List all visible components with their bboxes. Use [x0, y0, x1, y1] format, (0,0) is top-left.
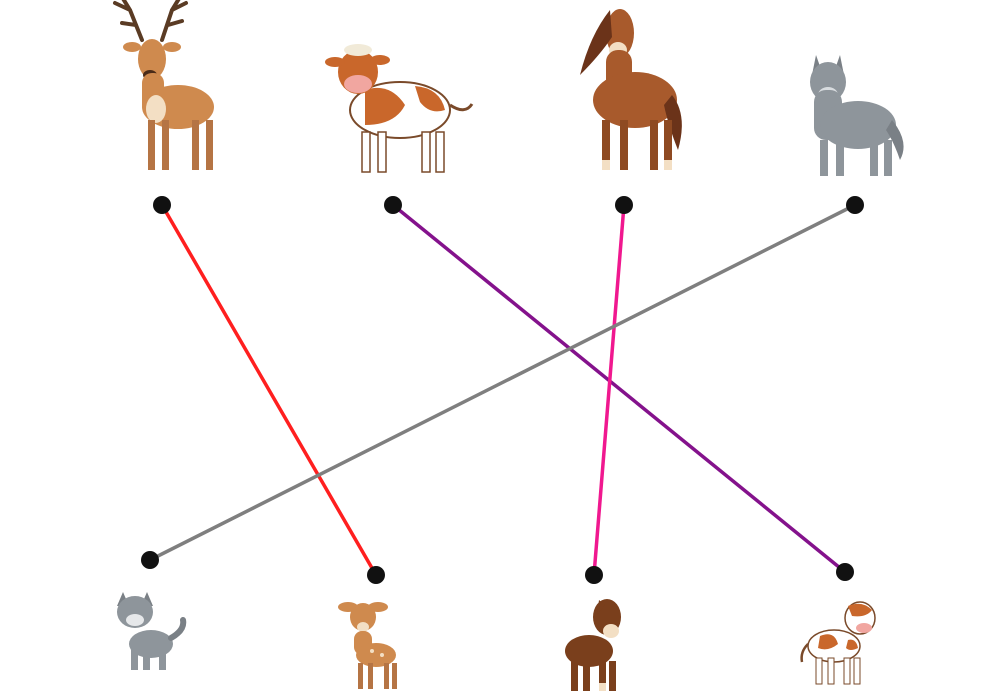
- deer-icon: [113, 0, 214, 170]
- fawn-icon: [338, 602, 397, 689]
- foal-icon: [565, 599, 621, 691]
- dot-wolf-pup[interactable]: [141, 551, 159, 569]
- match-line-wolf-wolf-pup[interactable]: [148, 203, 857, 562]
- horse-icon: [580, 9, 682, 170]
- dot-horse[interactable]: [615, 196, 633, 214]
- match-line-deer-fawn[interactable]: [160, 203, 378, 577]
- cow-icon: [325, 44, 474, 173]
- calf-icon: [800, 601, 876, 685]
- dot-deer[interactable]: [153, 196, 171, 214]
- dot-calf[interactable]: [836, 563, 854, 581]
- dot-fawn[interactable]: [367, 566, 385, 584]
- wolf-icon: [810, 55, 904, 176]
- match-line-cow-calf[interactable]: [391, 203, 847, 574]
- dot-wolf[interactable]: [846, 196, 864, 214]
- connector-dots: [141, 196, 864, 584]
- dot-cow[interactable]: [384, 196, 402, 214]
- match-line-horse-foal[interactable]: [592, 203, 626, 577]
- wolf-pup-icon: [117, 592, 187, 670]
- match-lines: [148, 203, 857, 577]
- dot-foal[interactable]: [585, 566, 603, 584]
